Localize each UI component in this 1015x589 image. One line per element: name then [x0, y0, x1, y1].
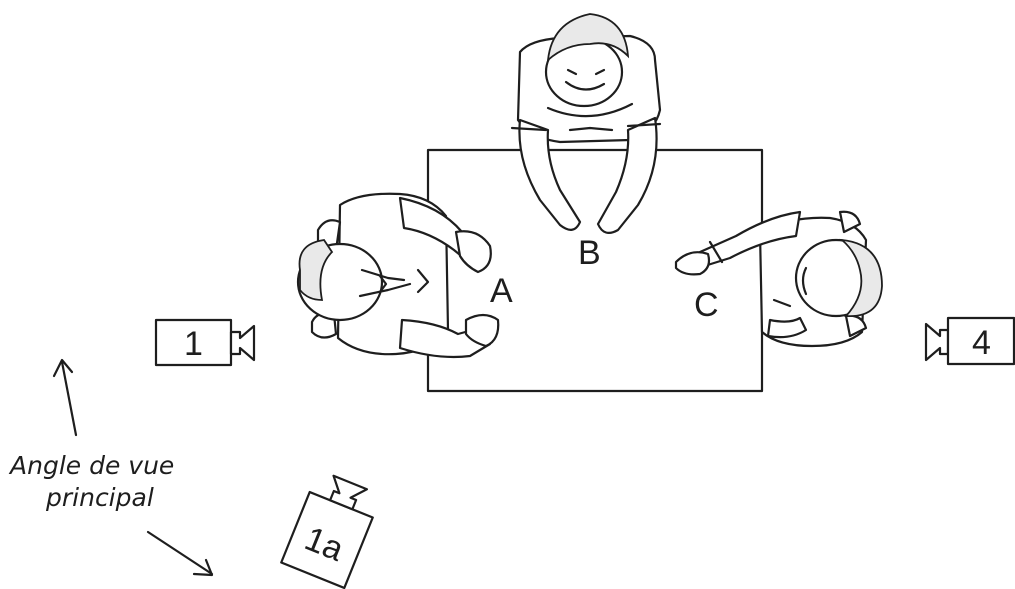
person-b	[510, 13, 662, 235]
camera-1a-lens	[329, 474, 369, 511]
viewing-angle-arrow-down	[146, 530, 214, 577]
person-label-b: B	[578, 234, 601, 272]
person-label-c: C	[694, 286, 719, 324]
camera-1-body	[154, 318, 233, 367]
camera-1: 1	[154, 318, 256, 367]
camera-4-body	[946, 316, 1015, 366]
camera-4-lens	[924, 322, 950, 362]
camera-1-label: 1	[184, 325, 203, 363]
caption-line-2: principal	[45, 483, 154, 512]
caption-line-1: Angle de vue	[8, 451, 174, 480]
person-label-a: A	[490, 272, 513, 310]
person-a	[296, 192, 500, 359]
viewing-angle-arrow-up	[52, 358, 78, 437]
camera-4: 4	[924, 316, 1015, 366]
person-c	[674, 210, 883, 348]
camera-1-lens	[229, 324, 256, 362]
camera-1a: 1a	[280, 474, 374, 589]
camera-4-label: 4	[972, 324, 991, 362]
